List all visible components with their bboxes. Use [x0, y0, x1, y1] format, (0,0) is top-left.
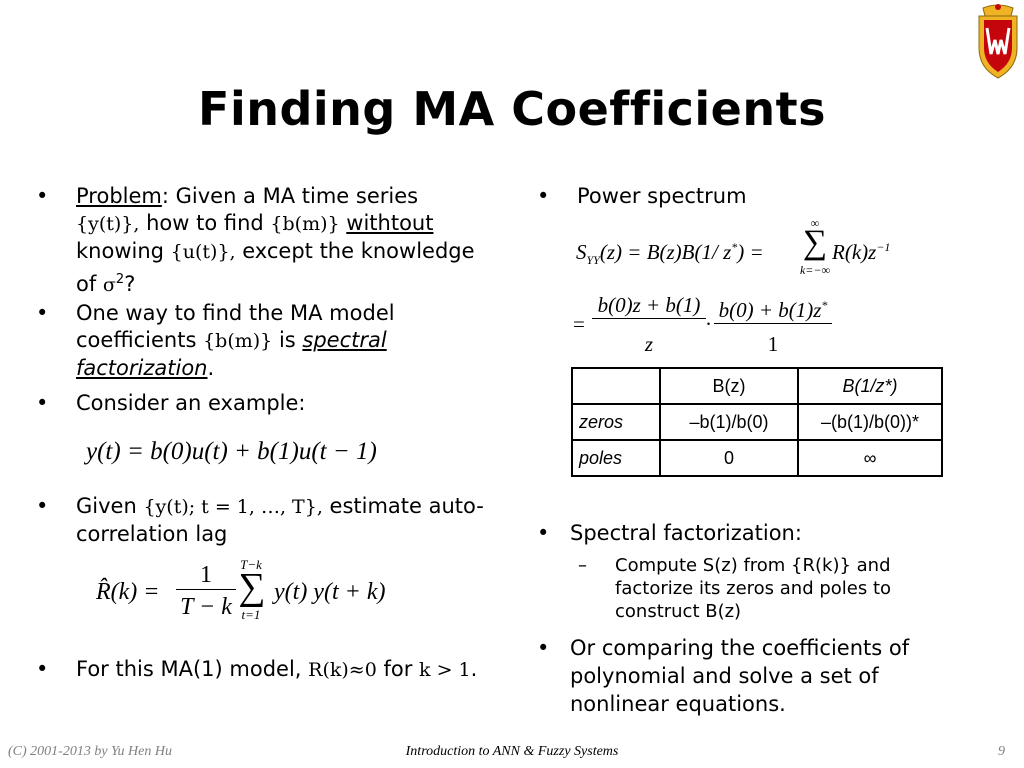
- bullet-dot: •: [36, 494, 49, 518]
- footer-copyright: (C) 2001-2013 by Yu Hen Hu: [8, 744, 172, 759]
- autocorrelation-rhs: y(t) y(t + k): [274, 579, 386, 605]
- footer-page-number: 9: [998, 744, 1005, 759]
- ma1-equation: y(t) = b(0)u(t) + b(1)u(t − 1): [86, 438, 377, 465]
- header-b1z: B(1/z*): [797, 367, 943, 405]
- problem-label: Problem: [76, 184, 162, 208]
- bullet-dot: •: [537, 184, 550, 208]
- autocorrelation-denominator: T − k: [180, 594, 232, 620]
- summation-symbol: ∑: [802, 224, 828, 261]
- header-bz: B(z): [659, 367, 799, 405]
- table-row: zeros –b(1)/b(0) –(b(1)/b(0))*: [571, 403, 943, 441]
- bullet-dot: •: [537, 636, 550, 660]
- zeros-poles-table: B(z) B(1/z*) zeros –b(1)/b(0) –(b(1)/b(0…: [571, 367, 943, 477]
- withtout-text: withtout: [346, 211, 434, 235]
- bullet-dot: •: [36, 391, 49, 415]
- slide-title: Finding MA Coefficients: [198, 82, 826, 136]
- university-crest-logo: [978, 4, 1018, 79]
- bullet-dot: •: [36, 301, 49, 325]
- footer-course-title: Introduction to ANN & Fuzzy Systems: [405, 744, 619, 759]
- autocorrelation-lhs: R̂(k) =: [96, 579, 160, 605]
- autocorrelation-numerator: 1: [176, 561, 236, 590]
- factor-numerator-2: b(0) + b(1)z*: [714, 292, 832, 324]
- bullet-dot: •: [537, 521, 550, 545]
- bullet-dot: •: [36, 184, 49, 208]
- factor-numerator-1: b(0)z + b(1): [592, 292, 706, 319]
- summation-symbol: ∑: [238, 566, 266, 608]
- bullet-dot: •: [36, 657, 49, 681]
- table-row: B(z) B(1/z*): [571, 367, 943, 405]
- power-spectrum-equation: SYY(z) = B(z)B(1/ z*) =: [576, 240, 764, 268]
- table-row: poles 0 ∞: [571, 439, 943, 477]
